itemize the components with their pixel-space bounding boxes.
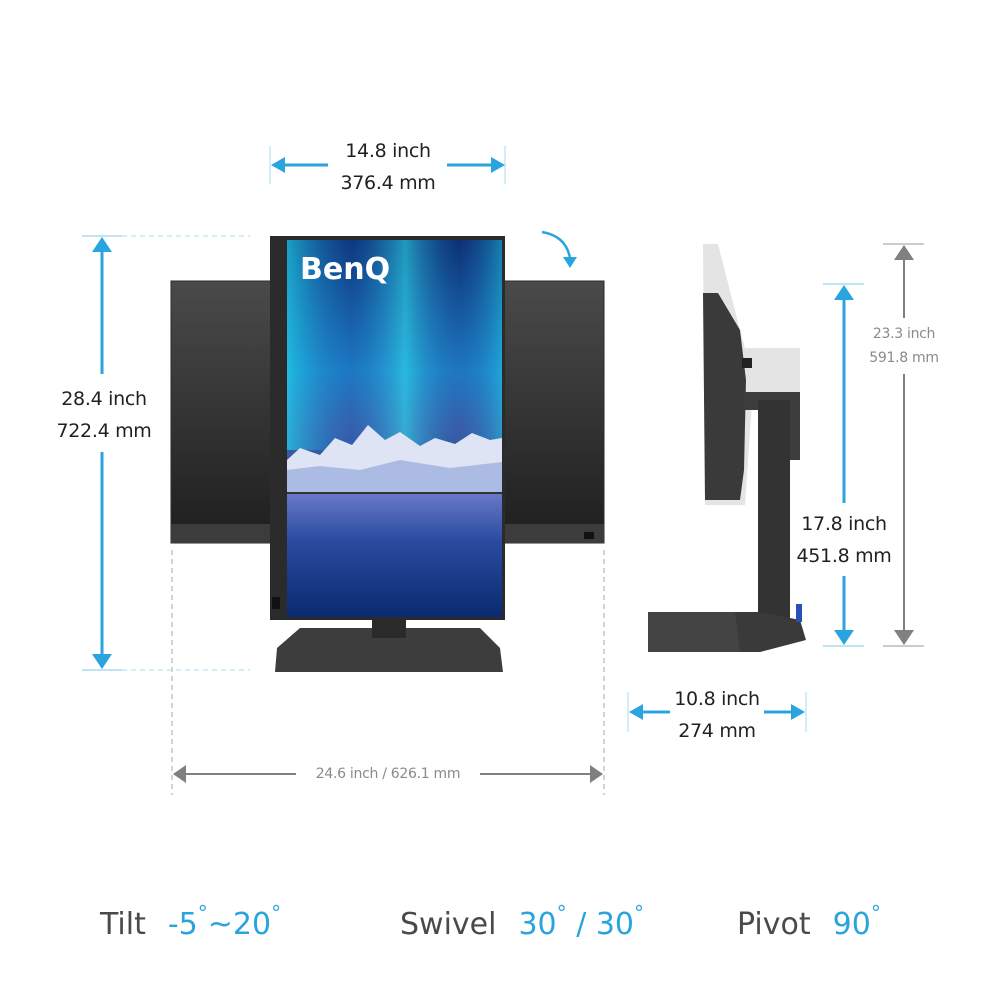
spec-label: Tilt [100,907,146,942]
spec-label: Swivel [400,907,497,942]
swiveled-monitor-right [494,280,605,544]
spec-tilt: Tilt -5°~20° [100,893,281,945]
base-depth-label: 10.8 inch 274 mm [674,688,760,742]
side-min-height-label: 17.8 inch 451.8 mm [796,513,892,567]
base-depth-arrow [627,692,807,732]
brand-logo: BenQ [300,252,391,287]
main-monitor-portrait [270,236,505,620]
height-dimension-arrow [82,235,250,671]
width-dimension-arrow [269,146,506,184]
spec-value: 30° / 30° [518,901,645,942]
spec-value: -5°~20° [167,901,282,942]
swiveled-monitor-left [170,280,282,544]
monitor-base [275,628,503,672]
cable-clip [796,604,802,622]
side-min-height-arrow [823,283,864,647]
spec-label: Pivot [737,907,811,942]
front-width-label: 14.8 inch 376.4 mm [340,140,436,194]
spec-pivot: Pivot 90° [737,893,881,945]
monitor-neck [372,618,406,638]
rotate-arrow-icon [541,230,572,259]
side-view-monitor [648,244,806,652]
total-width-label: 24.6 inch / 626.1 mm [315,766,461,782]
spec-value: 90° [832,901,881,942]
total-width-dimension-arrow [171,550,605,795]
front-height-label: 28.4 inch 722.4 mm [56,388,152,442]
spec-swivel: Swivel 30° / 30° [400,893,644,945]
side-max-height-label: 23.3 inch 591.8 mm [869,326,939,366]
side-max-height-arrow [883,243,924,647]
